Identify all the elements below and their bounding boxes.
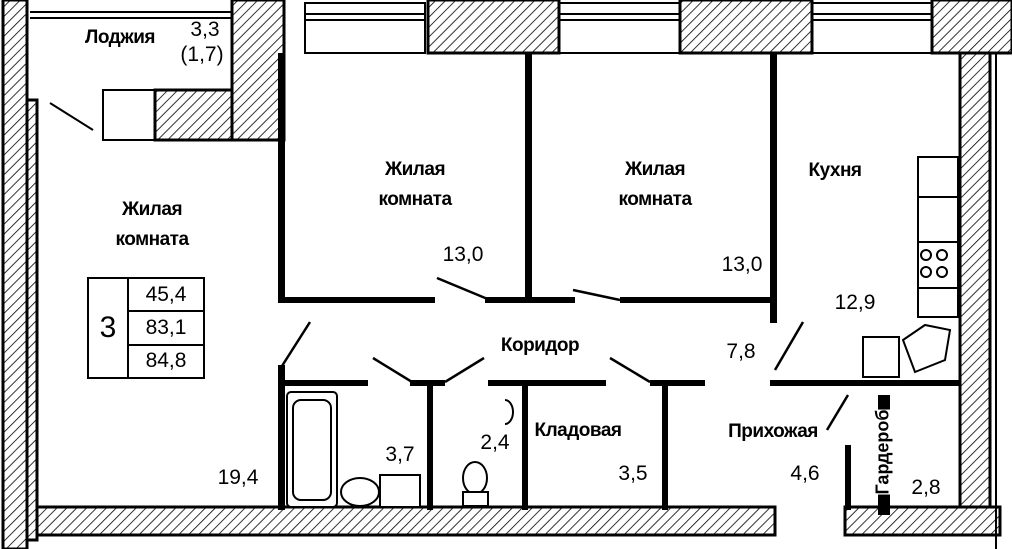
rooms-count: 3 (89, 279, 129, 377)
wall-top-2 (678, 0, 814, 55)
sink (340, 477, 380, 507)
wall-top-1 (426, 0, 561, 55)
wall-top-3 (930, 0, 1012, 55)
label-line: Жилая (624, 159, 686, 180)
hallway-area: 4,6 (790, 462, 820, 485)
corridor-area: 7,8 (726, 340, 756, 363)
wardrobe-label: Гардероб (872, 409, 894, 495)
storage-area: 3,5 (618, 462, 648, 485)
label-line: комната (378, 189, 452, 210)
balcony-door (102, 89, 156, 141)
washing-machine (379, 474, 421, 508)
wall-left (1, 0, 29, 549)
window (811, 2, 933, 54)
living-center-area: 13,0 (442, 243, 484, 266)
wall-right (958, 51, 992, 535)
total-area-with-loggia: 84,8 (145, 349, 187, 373)
apartment-summary-table: 3 45,4 83,1 84,8 (87, 277, 205, 379)
wall-left-inner (25, 98, 39, 542)
loggia-area: 3,3 (190, 18, 220, 41)
label-line: комната (618, 189, 692, 210)
toilet (462, 461, 488, 495)
door-swings (280, 276, 850, 431)
kitchen-label: Кухня (808, 160, 862, 181)
loggia-area-reduced: (1,7) (180, 43, 224, 66)
hallway-label: Прихожая (728, 421, 818, 442)
kitchen-area: 12,9 (834, 291, 876, 314)
wall-bottom-right (843, 505, 1002, 537)
label-line: комната (115, 229, 189, 250)
living-center-label: Жилая комната (378, 155, 452, 215)
living-left-label: Жилая комната (115, 195, 189, 255)
kitchen-counter (917, 156, 959, 318)
bathroom-area: 3,7 (385, 443, 415, 466)
fridge (862, 336, 900, 378)
loggia-wall-right (230, 0, 286, 142)
storage-label: Кладовая (534, 420, 622, 441)
label-line: Жилая (384, 159, 446, 180)
window (558, 2, 681, 54)
total-area: 83,1 (129, 312, 203, 346)
living-area-total: 45,4 (129, 279, 203, 313)
label-line: Жилая (121, 199, 183, 220)
living-left-area: 19,4 (217, 466, 259, 489)
wall-bottom-left (35, 505, 777, 537)
extractor-icon (504, 399, 514, 425)
living-right-area: 13,0 (721, 253, 763, 276)
toilet-area: 2,4 (480, 431, 510, 454)
loggia-label: Лоджия (85, 27, 156, 48)
corridor-label: Коридор (500, 335, 580, 356)
kitchen-sink (901, 323, 952, 374)
wardrobe-area: 2,8 (911, 476, 941, 499)
window (304, 2, 426, 54)
living-right-label: Жилая комната (618, 155, 692, 215)
fixtures (286, 156, 959, 508)
